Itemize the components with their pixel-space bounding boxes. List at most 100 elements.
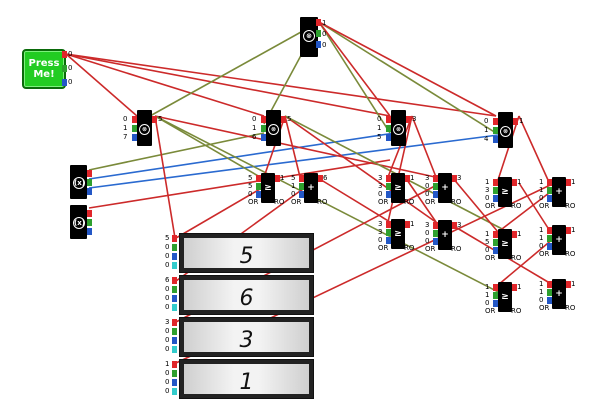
- block-input-pin[interactable]: [299, 191, 304, 198]
- gate-input-pin[interactable]: [386, 125, 391, 132]
- display-input-pin[interactable]: [172, 388, 177, 395]
- block-input-pin[interactable]: [547, 179, 552, 186]
- block-output-pin[interactable]: [452, 175, 457, 182]
- block-input-pin[interactable]: [386, 237, 391, 244]
- gate-input-pin[interactable]: [386, 116, 391, 123]
- compare-block[interactable]: [261, 173, 275, 203]
- adder-block[interactable]: [552, 225, 566, 255]
- block-input-pin[interactable]: [547, 195, 552, 202]
- block-output-pin[interactable]: [512, 231, 517, 238]
- block-input-pin[interactable]: [547, 235, 552, 242]
- block-output-pin[interactable]: [452, 222, 457, 229]
- display-input-pin[interactable]: [172, 295, 177, 302]
- gate-input-pin[interactable]: [261, 125, 266, 132]
- block-input-pin[interactable]: [493, 247, 498, 254]
- gate-pin[interactable]: [87, 210, 92, 217]
- block-input-pin[interactable]: [493, 300, 498, 307]
- display-input-pin[interactable]: [172, 319, 177, 326]
- adder-block[interactable]: [552, 177, 566, 207]
- block-input-pin[interactable]: [493, 187, 498, 194]
- display-input-pin[interactable]: [172, 277, 177, 284]
- compare-block[interactable]: [391, 219, 405, 249]
- block-input-pin[interactable]: [386, 191, 391, 198]
- block-input-pin[interactable]: [386, 221, 391, 228]
- block-input-pin[interactable]: [386, 183, 391, 190]
- gate-input-pin[interactable]: [261, 134, 266, 141]
- block-input-pin[interactable]: [547, 227, 552, 234]
- display-input-pin[interactable]: [172, 235, 177, 242]
- block-input-pin[interactable]: [386, 175, 391, 182]
- block-input-pin[interactable]: [493, 292, 498, 299]
- gate-input-pin[interactable]: [132, 116, 137, 123]
- block-input-pin[interactable]: [386, 229, 391, 236]
- gate-input-pin[interactable]: [261, 116, 266, 123]
- gate-pin[interactable]: [87, 170, 92, 177]
- block-input-pin[interactable]: [433, 238, 438, 245]
- block-output-pin[interactable]: [566, 227, 571, 234]
- top-gate[interactable]: ⊗: [300, 17, 318, 57]
- display-input-pin[interactable]: [172, 244, 177, 251]
- block-output-pin[interactable]: [275, 175, 280, 182]
- block-input-pin[interactable]: [547, 289, 552, 296]
- block-input-pin[interactable]: [433, 175, 438, 182]
- gate-pin[interactable]: [87, 219, 92, 226]
- block-input-pin[interactable]: [493, 284, 498, 291]
- display-input-pin[interactable]: [172, 337, 177, 344]
- block-input-pin[interactable]: [493, 195, 498, 202]
- gate-output-pin[interactable]: [406, 116, 411, 123]
- gate-pin[interactable]: [87, 228, 92, 235]
- button-output-pin[interactable]: [62, 51, 67, 58]
- block-output-pin[interactable]: [566, 281, 571, 288]
- button-pin-blue[interactable]: [62, 79, 67, 86]
- gate-input-pin[interactable]: [132, 134, 137, 141]
- block-input-pin[interactable]: [299, 183, 304, 190]
- block-input-pin[interactable]: [433, 191, 438, 198]
- compare-block[interactable]: [498, 177, 512, 207]
- block-output-pin[interactable]: [512, 284, 517, 291]
- gate-pin[interactable]: [87, 188, 92, 195]
- gate-output-pin[interactable]: [513, 118, 518, 125]
- compare-block[interactable]: [391, 173, 405, 203]
- display-input-pin[interactable]: [172, 304, 177, 311]
- block-output-pin[interactable]: [512, 179, 517, 186]
- display-input-pin[interactable]: [172, 286, 177, 293]
- gate-input-pin[interactable]: [132, 125, 137, 132]
- block-input-pin[interactable]: [493, 179, 498, 186]
- block-output-pin[interactable]: [318, 175, 323, 182]
- adder-block[interactable]: [552, 279, 566, 309]
- block-input-pin[interactable]: [299, 175, 304, 182]
- block-input-pin[interactable]: [256, 191, 261, 198]
- top-gate-pin-blue[interactable]: [316, 41, 321, 48]
- gate-input-pin[interactable]: [493, 127, 498, 134]
- block-input-pin[interactable]: [547, 187, 552, 194]
- block-input-pin[interactable]: [433, 230, 438, 237]
- adder-block[interactable]: [304, 173, 318, 203]
- block-input-pin[interactable]: [547, 297, 552, 304]
- compare-block[interactable]: [498, 229, 512, 259]
- gate-input-pin[interactable]: [386, 134, 391, 141]
- display-input-pin[interactable]: [172, 262, 177, 269]
- adder-block[interactable]: [438, 220, 452, 250]
- block-input-pin[interactable]: [256, 175, 261, 182]
- display-input-pin[interactable]: [172, 379, 177, 386]
- display-input-pin[interactable]: [172, 346, 177, 353]
- display-input-pin[interactable]: [172, 328, 177, 335]
- gate-output-pin[interactable]: [152, 116, 157, 123]
- block-input-pin[interactable]: [493, 231, 498, 238]
- block-output-pin[interactable]: [405, 221, 410, 228]
- block-input-pin[interactable]: [547, 281, 552, 288]
- top-gate-output-pin[interactable]: [316, 19, 321, 26]
- display-input-pin[interactable]: [172, 361, 177, 368]
- block-input-pin[interactable]: [433, 183, 438, 190]
- gate-input-pin[interactable]: [493, 118, 498, 125]
- block-input-pin[interactable]: [433, 222, 438, 229]
- top-gate-pin-green[interactable]: [316, 30, 321, 37]
- block-input-pin[interactable]: [547, 243, 552, 250]
- adder-block[interactable]: [438, 173, 452, 203]
- display-input-pin[interactable]: [172, 253, 177, 260]
- gate-output-pin[interactable]: [281, 116, 286, 123]
- block-input-pin[interactable]: [493, 239, 498, 246]
- compare-block[interactable]: [498, 282, 512, 312]
